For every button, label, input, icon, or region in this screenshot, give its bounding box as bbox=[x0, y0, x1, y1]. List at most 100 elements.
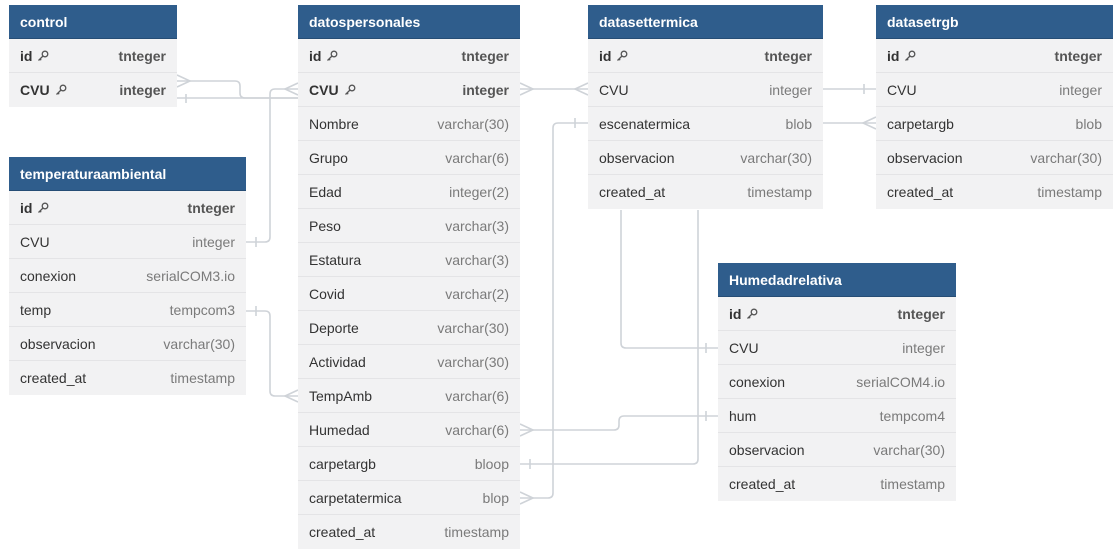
field-name: temp bbox=[20, 301, 52, 318]
field-name: id bbox=[309, 47, 322, 64]
key-icon bbox=[344, 84, 356, 95]
field-name: hum bbox=[729, 407, 757, 424]
field-name: created_at bbox=[309, 524, 376, 540]
table-header[interactable]: Humedadrelativa bbox=[718, 263, 956, 297]
connector-datasettermica-humedadrelativa bbox=[620, 210, 718, 349]
table-header[interactable]: temperaturaambiental bbox=[9, 157, 246, 191]
field-type: blob bbox=[785, 115, 812, 132]
table-datospersonales[interactable]: datospersonales id tnteger CVU integer N… bbox=[298, 5, 520, 549]
table-row[interactable]: carpetatermica blop bbox=[298, 481, 520, 515]
field-type: timestamp bbox=[1037, 184, 1102, 200]
table-header[interactable]: control bbox=[9, 5, 177, 39]
table-row[interactable]: created_at timestamp bbox=[9, 361, 246, 395]
table-row[interactable]: id tnteger bbox=[588, 39, 823, 73]
field-type: varchar(3) bbox=[445, 217, 509, 234]
field-type: blop bbox=[482, 489, 509, 506]
field-name: carpetatermica bbox=[309, 489, 402, 506]
table-row[interactable]: conexion serialCOM3.io bbox=[9, 259, 246, 293]
table-row[interactable]: observacion varchar(30) bbox=[588, 141, 823, 175]
table-row[interactable]: created_at timestamp bbox=[876, 175, 1113, 209]
table-row[interactable]: Edad integer(2) bbox=[298, 175, 520, 209]
field-type: bloop bbox=[474, 455, 509, 472]
field-name: conexion bbox=[20, 267, 77, 284]
table-row[interactable]: id tnteger bbox=[298, 39, 520, 73]
field-type: varchar(30) bbox=[437, 115, 509, 132]
connector-carpetargb-datasetrgb bbox=[520, 210, 699, 465]
field-name: observacion bbox=[887, 149, 963, 166]
field-type: integer bbox=[902, 339, 945, 356]
field-type: varchar(6) bbox=[445, 387, 509, 404]
field-type: integer bbox=[462, 81, 509, 98]
field-name: id bbox=[20, 199, 33, 216]
field-type: integer bbox=[1059, 81, 1102, 98]
table-row[interactable]: CVU integer bbox=[9, 73, 177, 107]
table-row[interactable]: created_at timestamp bbox=[298, 515, 520, 549]
table-row[interactable]: id tnteger bbox=[9, 191, 246, 225]
connector-carpetatermica-escenatermica bbox=[520, 122, 588, 499]
field-type: tempcom3 bbox=[169, 301, 235, 318]
field-name: created_at bbox=[887, 184, 954, 200]
crowfoot-carpetatermica bbox=[519, 491, 535, 505]
table-row[interactable]: id tnteger bbox=[9, 39, 177, 73]
table-row[interactable]: CVU integer bbox=[298, 73, 520, 107]
table-header[interactable]: datospersonales bbox=[298, 5, 520, 39]
field-type: varchar(30) bbox=[740, 149, 812, 166]
field-type: varchar(30) bbox=[437, 319, 509, 336]
field-type: integer bbox=[769, 81, 812, 98]
field-type: integer(2) bbox=[449, 183, 509, 200]
key-icon bbox=[327, 50, 338, 61]
table-row[interactable]: id tnteger bbox=[876, 39, 1113, 73]
field-type: varchar(30) bbox=[437, 353, 509, 370]
crowfoot-humedad bbox=[519, 423, 535, 437]
table-row[interactable]: observacion varchar(30) bbox=[9, 327, 246, 361]
field-type: tnteger bbox=[118, 47, 166, 64]
field-type: varchar(30) bbox=[1030, 149, 1102, 166]
field-name: carpetargb bbox=[887, 115, 954, 132]
table-temperaturaambiental[interactable]: temperaturaambiental id tnteger CVU inte… bbox=[9, 157, 246, 395]
field-type: serialCOM3.io bbox=[146, 267, 235, 284]
field-type: integer bbox=[119, 82, 166, 98]
field-name: observacion bbox=[599, 149, 675, 166]
field-name: Actividad bbox=[309, 353, 366, 370]
field-type: varchar(2) bbox=[445, 285, 509, 302]
table-control[interactable]: control id tnteger CVU integer bbox=[9, 5, 177, 107]
table-header[interactable]: datasetrgb bbox=[876, 5, 1113, 39]
field-name: Estatura bbox=[309, 251, 362, 268]
table-header[interactable]: datasettermica bbox=[588, 5, 823, 39]
field-name: Humedad bbox=[309, 421, 370, 438]
key-icon bbox=[55, 84, 67, 95]
table-row[interactable]: CVU integer bbox=[9, 225, 246, 259]
table-row[interactable]: observacion varchar(30) bbox=[876, 141, 1113, 175]
table-row[interactable]: id tnteger bbox=[718, 297, 956, 331]
table-row[interactable]: Actividad varchar(30) bbox=[298, 345, 520, 379]
field-type: timestamp bbox=[444, 524, 509, 540]
field-name: Edad bbox=[309, 183, 342, 200]
field-name: created_at bbox=[599, 184, 666, 200]
field-name: created_at bbox=[729, 476, 796, 492]
table-row[interactable]: temp tempcom3 bbox=[9, 293, 246, 327]
connector-humedad-hum bbox=[520, 415, 718, 431]
crowfoot-datasettermica-cvu bbox=[573, 82, 589, 96]
